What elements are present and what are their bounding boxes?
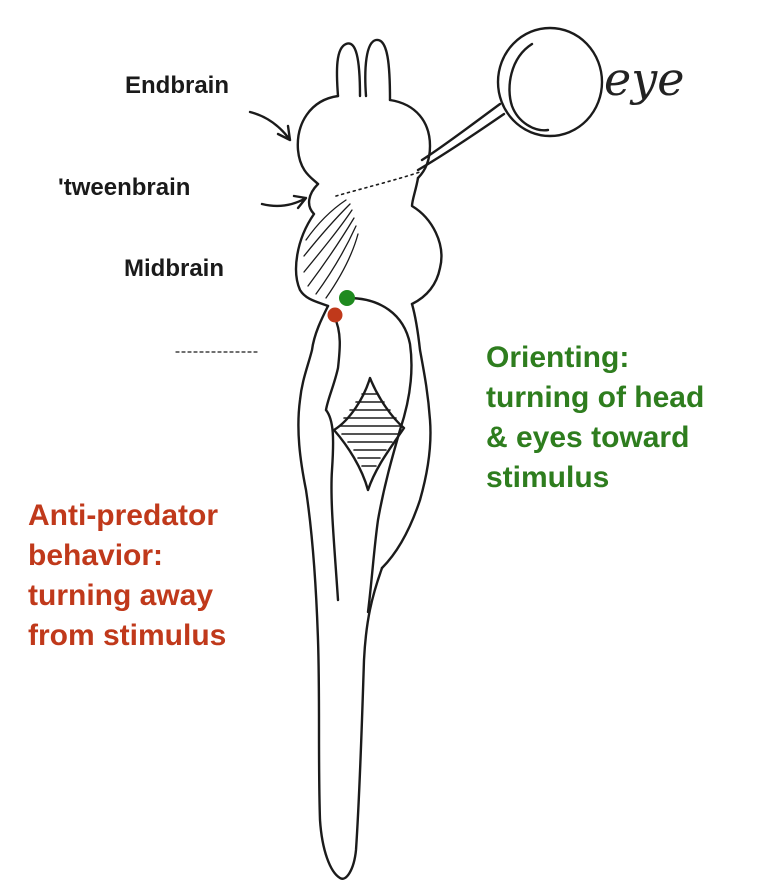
red-neuron-dot [328, 308, 343, 323]
anti-predator-line-2: behavior: [28, 536, 226, 576]
endbrain-label: Endbrain [125, 72, 229, 100]
tweenbrain-arrow [262, 196, 306, 208]
optic-tract-line [348, 298, 412, 612]
anti-predator-line-1: Anti-predator [28, 496, 226, 536]
olfactory-bulb-right [365, 40, 390, 100]
eye-inner [509, 44, 548, 130]
tweenbrain-label: 'tweenbrain [58, 174, 190, 202]
endbrain-arrow [250, 112, 290, 140]
olfactory-bulb-left [337, 43, 360, 96]
midbrain-label: Midbrain [124, 255, 224, 283]
midbrain-outline [296, 178, 441, 306]
anti-predator-line-4: from stimulus [28, 616, 226, 656]
green-neuron-dot [339, 290, 355, 306]
optic-dotted [336, 172, 420, 196]
orienting-line-4: stimulus [486, 458, 704, 498]
eye-label: eye [604, 52, 684, 106]
anti-predator-line-3: turning away [28, 576, 226, 616]
anti-predator-text: Anti-predator behavior: turning away fro… [28, 496, 226, 656]
orienting-line-3: & eyes toward [486, 418, 704, 458]
endbrain-outline [298, 96, 430, 184]
optic-nerve [418, 104, 504, 170]
crossing-tract-line [326, 316, 340, 600]
hindbrain-outline-right [382, 304, 431, 568]
eye-outer [498, 28, 602, 136]
orienting-line-1: Orienting: [486, 338, 704, 378]
orienting-text: Orienting: turning of head & eyes toward… [486, 338, 704, 498]
orienting-line-2: turning of head [486, 378, 704, 418]
